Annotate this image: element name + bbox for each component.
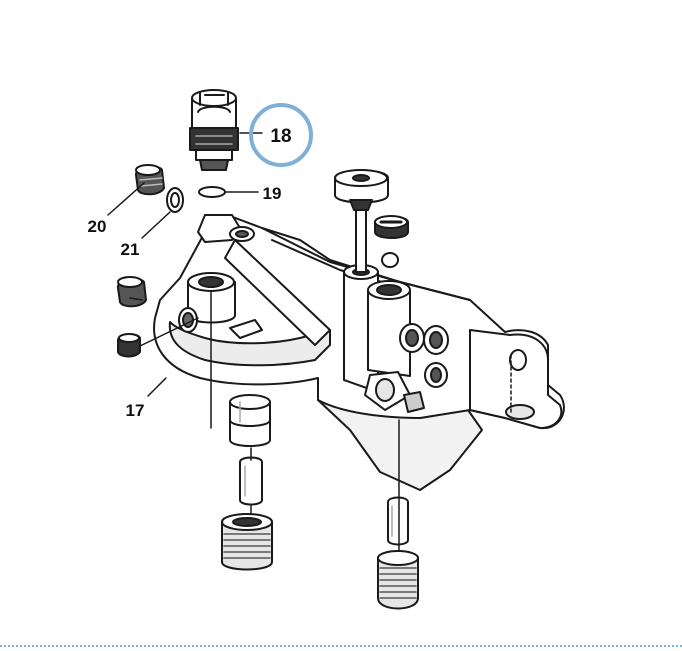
callout-label-19: 19 [263, 184, 282, 203]
lower-right-threaded-fitting [377, 550, 419, 610]
oring-part-19 [198, 186, 226, 198]
callout-label-17: 17 [126, 401, 145, 420]
left-plug-upper [117, 276, 147, 308]
bottom-divider [0, 645, 682, 647]
screw-plug [374, 215, 409, 268]
callout-18-highlight-ring [249, 103, 313, 167]
leader-lines [107, 132, 512, 551]
dipstick-knob [334, 169, 389, 273]
washer-part-21 [166, 187, 184, 213]
lower-left-threaded-fitting [221, 513, 273, 571]
plug-part-20 [135, 164, 165, 196]
central-tower [343, 264, 449, 413]
lower-left-filter-element [239, 456, 263, 506]
left-plug-lower [117, 333, 141, 358]
lower-left-cylinder [229, 394, 271, 447]
callout-label-20: 20 [88, 217, 107, 236]
callout-label-18: 18 [270, 126, 291, 147]
sensor-part-18 [189, 89, 239, 171]
lower-right-filter-element [387, 496, 409, 546]
callout-label-21: 21 [121, 240, 140, 259]
cross-pipe [224, 226, 331, 346]
